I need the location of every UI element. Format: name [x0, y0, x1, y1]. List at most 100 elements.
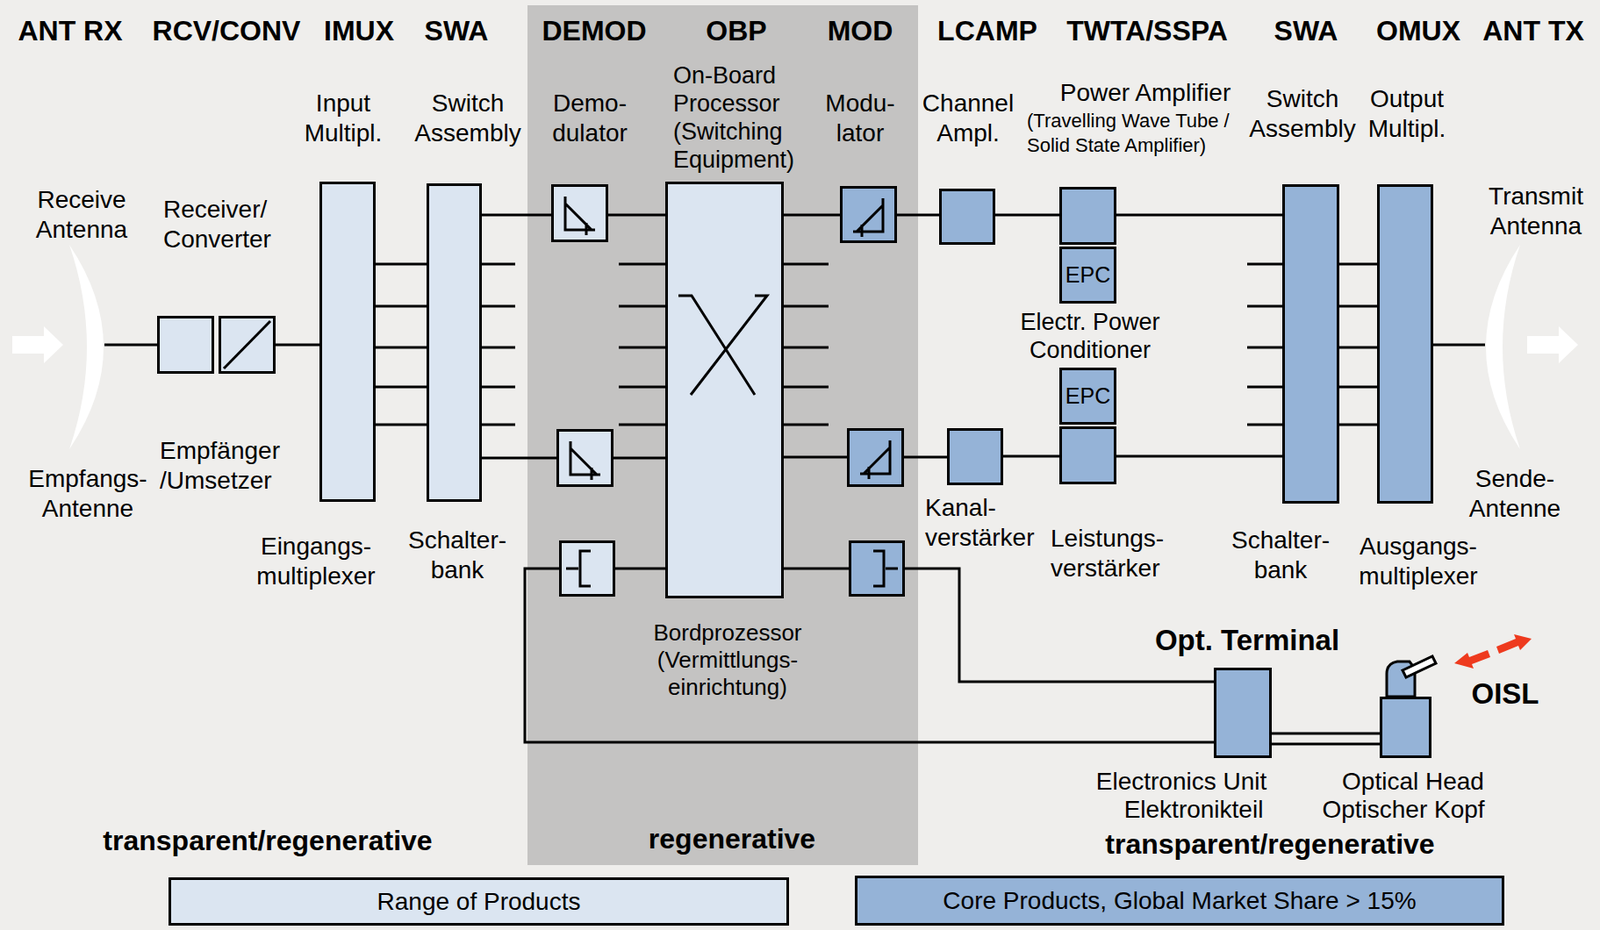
shape-outline [1059, 426, 1117, 485]
connector [275, 344, 320, 346]
connector [1339, 264, 1378, 266]
interface-symbol [566, 551, 591, 587]
connector-line [608, 214, 666, 217]
receiver-converter: Receiver/ ConverterEmpfänger /Umsetzer [157, 315, 276, 374]
connector [1339, 306, 1378, 308]
antenna-dish [69, 244, 104, 450]
node-label: Elektronikteil [1124, 795, 1264, 826]
section-header: RCV/CONV [152, 14, 302, 47]
node-label: Eingangs- multiplexer [256, 531, 375, 592]
legend-swatch: Core Products, Global Market Share > 15% [854, 875, 1505, 926]
section-header: MOD [827, 14, 894, 47]
switch-matrix-symbol [678, 295, 768, 395]
shape-outline [939, 188, 996, 245]
section-header: SWA [1274, 14, 1339, 47]
connector-line [1433, 344, 1486, 347]
node-label: Switch Assembly [414, 88, 521, 149]
epc-caption: Electr. Power Conditioner [1011, 308, 1170, 365]
shape-outline [1379, 696, 1432, 759]
node-label: (Travelling Wave Tube / Solid State Ampl… [1026, 108, 1238, 158]
switch-assembly: Switch AssemblySchalter- bank [426, 183, 482, 503]
shape-outline [69, 244, 105, 450]
node-label: Optischer Kopf [1321, 795, 1485, 826]
epc-box: EPC [1059, 246, 1117, 304]
node-label: Receive Antenna [35, 185, 128, 245]
signal-wires [481, 457, 1214, 743]
shape-outline [157, 315, 276, 374]
box-outline [1061, 369, 1116, 424]
box-outline [1284, 186, 1339, 503]
electronics-unit: Electronics UnitElektronikteil [1213, 667, 1272, 759]
shape-outline [319, 181, 376, 503]
power-amplifier: Leistungs- verstärker [1059, 426, 1117, 485]
connector-line [481, 214, 552, 217]
double-line-outer [1271, 732, 1380, 747]
connector [375, 306, 427, 308]
connector-line [1116, 214, 1283, 217]
connector [1339, 424, 1378, 426]
on-board-processor: On-Board Processor (Switching Equipment)… [665, 181, 784, 599]
connector [1271, 739, 1380, 740]
demodulator-box [558, 430, 613, 487]
transmit-antenna: Transmit AntennaSende- Antenne [1485, 244, 1521, 450]
modulator-symbol [860, 440, 890, 480]
receive-antenna: Receive AntennaEmpfangs- Antenne [69, 244, 105, 450]
epc-box: EPC [1059, 367, 1117, 425]
connector [995, 215, 1060, 216]
box-outline [552, 186, 608, 242]
connector [1003, 456, 1060, 458]
demod-symbol [565, 196, 596, 236]
node-label: Schalter- bank [408, 525, 507, 586]
node-label: Demo- dulator [552, 88, 628, 149]
connector [1433, 344, 1486, 346]
connector-line [375, 386, 427, 389]
modulator-box [848, 430, 904, 487]
connector-line [375, 305, 427, 309]
section-header: ANT RX [17, 14, 122, 47]
section-header: IMUX [323, 14, 395, 47]
telescope [1402, 656, 1436, 678]
outgoing-arrow [1527, 326, 1579, 364]
incoming-arrow [12, 326, 64, 364]
mode-label: regenerative [648, 823, 816, 855]
box-outline [1061, 428, 1116, 484]
box-outline [1215, 669, 1271, 758]
section-header: TWTA/SSPA [1066, 14, 1228, 47]
converter-symbol [223, 321, 271, 369]
shape-outline [1377, 184, 1434, 504]
mod-symbol [853, 198, 883, 237]
node-label: Kanal- verstärker [925, 493, 1034, 553]
shape-outline [426, 183, 482, 503]
connector-line [1339, 423, 1378, 427]
node-label: Output Multipl. [1368, 84, 1447, 144]
connector-line [896, 214, 940, 217]
mode-label: transparent/regenerative [102, 825, 432, 857]
node-label: EPC [1065, 382, 1111, 410]
shape-outline [1059, 186, 1117, 245]
node-label: On-Board Processor (Switching Equipment) [673, 61, 805, 174]
optical-head: Optical HeadOptischer Kopf [1379, 696, 1432, 759]
channel-amplifier: Channel Ampl. [939, 188, 996, 245]
box-outline [841, 187, 897, 243]
optical-interface-box [850, 542, 905, 596]
connector [375, 424, 427, 426]
oisl-arrows [1454, 634, 1532, 669]
box-outline [667, 183, 783, 598]
node-label: Sende- Antenne [1469, 464, 1561, 524]
node-label: Receiver/ Converter [163, 194, 272, 255]
optical-interface-box [560, 542, 615, 596]
mode-label: transparent/regenerative [1104, 828, 1435, 861]
connector [375, 347, 427, 349]
antenna-dish [1485, 244, 1521, 450]
box-outline [428, 185, 481, 502]
node-label: Empfänger /Umsetzer [159, 436, 292, 496]
node-label: Power Amplifier [1060, 78, 1232, 108]
legend-text: Range of Products [377, 887, 582, 918]
connector-line [995, 214, 1060, 217]
connector [1116, 456, 1283, 458]
connector-line [1339, 305, 1378, 309]
connector-line [1339, 386, 1378, 389]
connector [608, 215, 666, 216]
demodulator-symbol [570, 441, 601, 481]
connector [481, 215, 552, 216]
